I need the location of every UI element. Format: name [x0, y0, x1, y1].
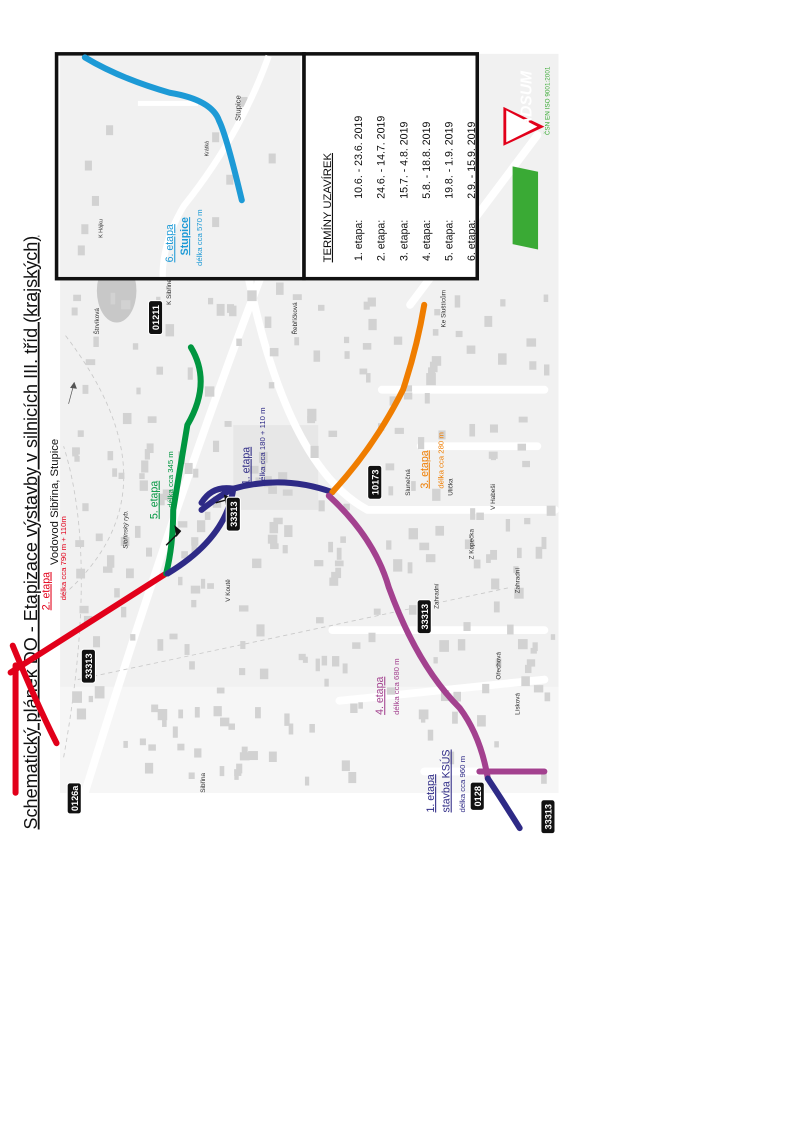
- schedule-stage: 6. etapa:: [466, 220, 478, 261]
- svg-text:3. etapa: 3. etapa: [419, 450, 431, 488]
- north-arrow-icon: [68, 381, 77, 404]
- street-label: Ořechová: [496, 652, 503, 680]
- schedule-dates: 10.6. - 23.6. 2019: [353, 116, 365, 199]
- schedule-dates: 19.8. - 1.9. 2019: [444, 122, 456, 199]
- page-title: Schematický plánek DO - Etapizace výstav…: [21, 236, 41, 830]
- schedule-row: 5. etapa: 19.8. - 1.9. 2019: [444, 122, 456, 261]
- stage-2-route-main: [7, 570, 170, 676]
- schedule-dates: 24.6. - 14.7. 2019: [376, 116, 388, 199]
- svg-text:2. etapa: 2. etapa: [40, 572, 52, 610]
- schedule-row: 3. etapa: 15.7. - 4.8. 2019: [398, 122, 410, 261]
- stage-6-route: [81, 54, 245, 204]
- svg-text:1. etapa: 1. etapa: [241, 447, 253, 485]
- stage-1-ksus-route: [484, 775, 523, 832]
- road-number-label: 33313: [543, 804, 553, 830]
- schedule-stage: 1. etapa:: [353, 220, 365, 261]
- logo-name: ADSUM: [519, 70, 536, 129]
- road-number-sign-icon: 0128: [469, 781, 485, 811]
- road-number-sign-icon: 33313: [80, 648, 96, 684]
- svg-text:délka cca 680 m: délka cca 680 m: [392, 658, 401, 715]
- stage-1-route-east: [198, 485, 237, 506]
- street-label: Sibřina: [200, 772, 207, 792]
- logo-cert: ČSN EN ISO 9001:2001: [542, 66, 551, 135]
- stage-6-inset: Stupice Krátká K Hájku 6. etapa Stupice …: [54, 52, 306, 281]
- stage-label-4: 4. etapa délka cca 680 m: [374, 658, 401, 715]
- road-number-label: 0126a: [70, 785, 80, 811]
- street-label: Zahradní: [433, 583, 440, 609]
- svg-text:délka cca 790 m + 110m: délka cca 790 m + 110m: [59, 516, 68, 600]
- schedule-stage: 2. etapa:: [376, 220, 388, 261]
- svg-text:délka cca 960 m: délka cca 960 m: [458, 756, 467, 813]
- street-label: Ke Sluštícům: [439, 290, 447, 327]
- road-number-label: 01211: [151, 305, 161, 330]
- street-label: K Sibřine: [166, 279, 173, 305]
- road-number-label: 10173: [370, 470, 380, 496]
- street-label: Slunečná: [405, 469, 412, 496]
- schedule-stage: 4. etapa:: [421, 220, 433, 261]
- road-number-label: 33313: [84, 653, 94, 679]
- road-number-signs: 0126a33313333133331333313012111017301280…: [66, 191, 556, 835]
- stage-label-1: 1. etapa délka cca 180 + 110 m: [241, 407, 268, 485]
- svg-text:stavba KSÚS: stavba KSÚS: [440, 749, 453, 812]
- svg-text:6. etapa: 6. etapa: [164, 224, 176, 262]
- schedule-stage: 5. etapa:: [444, 220, 456, 261]
- stage-1-route-loop: [198, 479, 336, 513]
- road-number-label: 33313: [420, 604, 430, 630]
- road-number-sign-icon: 33313: [540, 799, 556, 835]
- schedule-row: 6. etapa: 2.9. - 15.9. 2019: [466, 122, 478, 261]
- adsum-logo-icon: ADSUM ČSN EN ISO 9001:2001: [503, 66, 551, 250]
- village-label: Stupice: [233, 95, 242, 121]
- stage-2-route: [9, 642, 60, 747]
- street-label: V Habeši: [490, 484, 497, 510]
- schedule-dates: 2.9. - 15.9. 2019: [466, 122, 478, 199]
- closure-schedule: TERMÍNY UZAVÍREK 1. etapa: 10.6. - 23.6. …: [302, 52, 480, 281]
- svg-text:délka cca 180 + 110 m: délka cca 180 + 110 m: [258, 407, 267, 485]
- street-label: Z Kopečka: [469, 529, 476, 560]
- stage-3-route: [329, 301, 428, 496]
- road-number-sign-icon: 33313: [416, 599, 432, 635]
- stage-5-route: [163, 344, 204, 577]
- stage-4-route: [325, 492, 491, 782]
- svg-text:5. etapa: 5. etapa: [149, 481, 161, 519]
- street-label: Zahradní: [515, 568, 522, 594]
- street-label: V Koutě: [225, 579, 232, 602]
- building-blocks: [71, 282, 556, 786]
- street-label: Štrvíková: [92, 308, 101, 335]
- road-number-sign-icon: 01211: [147, 300, 164, 336]
- schedule-stage: 3. etapa:: [398, 220, 410, 261]
- svg-text:1. etapa: 1. etapa: [425, 774, 437, 812]
- svg-text:délka cca 345 m: délka cca 345 m: [166, 451, 175, 508]
- street-label: Ulička: [448, 478, 455, 496]
- svg-text:délka cca 280 m: délka cca 280 m: [436, 432, 445, 489]
- page-subtitle: Vodovod Sibřina, Stupice: [49, 439, 61, 565]
- schedule-row: 1. etapa: 10.6. - 23.6. 2019: [353, 116, 365, 261]
- svg-text:4. etapa: 4. etapa: [374, 677, 386, 715]
- street-label: Lísková: [515, 693, 522, 715]
- road-number-sign-icon: 0126a: [66, 782, 82, 815]
- schedule-heading: TERMÍNY UZAVÍREK: [321, 153, 334, 263]
- stage-label-1-ksus: 1. etapa stavba KSÚS délka cca 960 m: [425, 749, 467, 812]
- svg-text:Stupice: Stupice: [179, 217, 191, 255]
- road-number-sign-icon: 33313: [225, 496, 241, 532]
- street-label: Krátká: [205, 141, 211, 156]
- road-number-label: 0128: [473, 786, 483, 806]
- schedule-dates: 5.8. - 18.8. 2019: [421, 122, 433, 199]
- stage-label-3: 3. etapa délka cca 280 m: [419, 432, 446, 489]
- stage-label-5: 5. etapa délka cca 345 m: [149, 451, 176, 519]
- street-label: Řebříčková: [290, 302, 299, 335]
- road-number-label: 33313: [229, 501, 239, 527]
- street-labels: Štrvíková Řebříčková K Sibřine Ke Sluští…: [92, 279, 522, 793]
- svg-text:délka cca 570 m: délka cca 570 m: [195, 209, 204, 266]
- schedule-row: 2. etapa: 24.6. - 14.7. 2019: [376, 116, 388, 261]
- road-number-sign-icon: 10173: [367, 464, 383, 500]
- street-label: Sibřínský ryb.: [122, 510, 129, 549]
- stage-label-2: 2. etapa délka cca 790 m + 110m: [40, 516, 67, 610]
- schedule-dates: 15.7. - 4.8. 2019: [398, 122, 410, 199]
- schedule-row: 4. etapa: 5.8. - 18.8. 2019: [421, 122, 433, 261]
- street-label: K Hájku: [99, 219, 105, 238]
